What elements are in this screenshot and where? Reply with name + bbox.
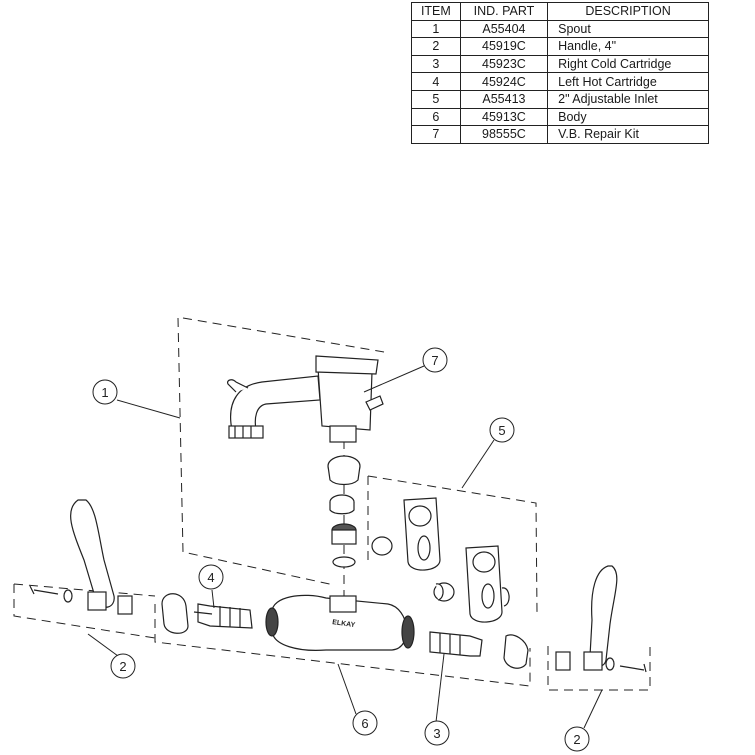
right-cap-nut (503, 634, 529, 669)
callout-item-1: 1 (92, 379, 118, 405)
vacuum-breaker-pin (365, 395, 384, 411)
coupling-nut-body (327, 465, 361, 486)
faucet-body: ELKAY (265, 594, 415, 651)
right-handle-assembly (555, 565, 647, 673)
cell-description: V.B. Repair Kit (547, 125, 709, 144)
adjustable-inlets (371, 497, 510, 623)
svg-text:7: 7 (431, 353, 438, 368)
left-handle-washer (63, 589, 73, 603)
inlet-left-slot (417, 535, 431, 561)
right-handle-bonnet (555, 651, 571, 671)
spout-assembly (227, 355, 384, 443)
cell-part: 45919C (459, 37, 549, 56)
vacuum-breaker-body (317, 367, 373, 431)
svg-text:3: 3 (433, 726, 440, 741)
spout-group-boundary (182, 317, 385, 353)
left-handle-boundary (13, 583, 156, 597)
left-handle-boundary (13, 584, 156, 639)
leader-5 (461, 439, 495, 489)
svg-text:1: 1 (101, 385, 108, 400)
cell-description: 2" Adjustable Inlet (547, 89, 709, 109)
svg-text:2: 2 (119, 659, 126, 674)
svg-text:2: 2 (573, 732, 580, 747)
spout-group-boundary (177, 317, 335, 586)
spout-thread (228, 425, 264, 439)
leader-2-right (583, 689, 603, 729)
svg-text:6: 6 (361, 716, 368, 731)
washer-1-side (329, 502, 355, 515)
left-wrist-blade-handle (70, 499, 115, 608)
body-left-thread (265, 607, 279, 637)
right-handle-boundary (547, 646, 651, 691)
right-handle-washer (605, 657, 615, 671)
inlet-group-boundary (367, 475, 538, 613)
group-boundaries (13, 317, 651, 691)
callout-item-5: 5 (489, 417, 515, 443)
inlet-left-washer (371, 536, 393, 556)
inlet-left-port (408, 505, 432, 527)
spout (230, 375, 321, 431)
vacuum-breaker-outlet (329, 425, 357, 443)
adapter-sleeve (331, 529, 357, 545)
callouts: 1 7 5 4 2 6 3 2 (92, 347, 590, 752)
inlet-left-tail (435, 583, 444, 601)
leader-3 (435, 653, 445, 723)
left-handle-screw (29, 585, 59, 595)
right-cold-cartridge (429, 631, 529, 669)
vacuum-breaker-cap (315, 355, 379, 375)
svg-text:4: 4 (207, 570, 214, 585)
left-handle-hub (87, 591, 107, 611)
right-handle-hub (583, 651, 603, 671)
callout-item-7: 7 (422, 347, 448, 373)
left-cartridge-body (197, 603, 253, 629)
callout-item-2-left: 2 (110, 653, 136, 679)
inlet-right-slot (481, 583, 495, 609)
leader-7 (363, 365, 425, 393)
leader-4 (211, 589, 215, 609)
right-handle-screw (619, 663, 647, 673)
left-cap-nut (161, 593, 189, 634)
cell-part: 45913C (459, 107, 549, 127)
callout-item-6: 6 (352, 710, 378, 736)
body-center-outlet (329, 595, 357, 613)
svg-text:5: 5 (498, 423, 505, 438)
left-hot-cartridge (161, 593, 253, 634)
left-handle-bonnet (117, 595, 133, 615)
leader-2-left (87, 633, 119, 657)
cell-part: A55413 (459, 89, 549, 109)
body-brand-label: ELKAY (332, 619, 356, 629)
leader-6 (337, 663, 357, 715)
left-handle-assembly (29, 499, 133, 615)
body-right-thread (401, 615, 415, 649)
spout-lever (227, 379, 249, 393)
callout-item-3: 3 (424, 720, 450, 746)
left-cartridge-stem (193, 611, 213, 615)
leader-1 (116, 399, 181, 419)
inlet-right-tail (501, 587, 510, 607)
snap-ring (332, 556, 356, 568)
inlet-right-port (472, 551, 496, 573)
cell-part: 45923C (459, 54, 549, 74)
callout-item-2-right: 2 (564, 726, 590, 752)
right-cartridge-body (429, 631, 483, 657)
cell-description: Handle, 4" (547, 37, 709, 56)
leader-lines (87, 365, 603, 729)
right-wrist-blade-handle (589, 565, 618, 667)
cell-description: Left Hot Cartridge (547, 72, 709, 91)
spout-seal-stack (327, 455, 361, 568)
callout-item-4: 4 (198, 564, 224, 590)
cell-part: 98555C (459, 125, 549, 144)
body-group-boundary (154, 604, 531, 687)
